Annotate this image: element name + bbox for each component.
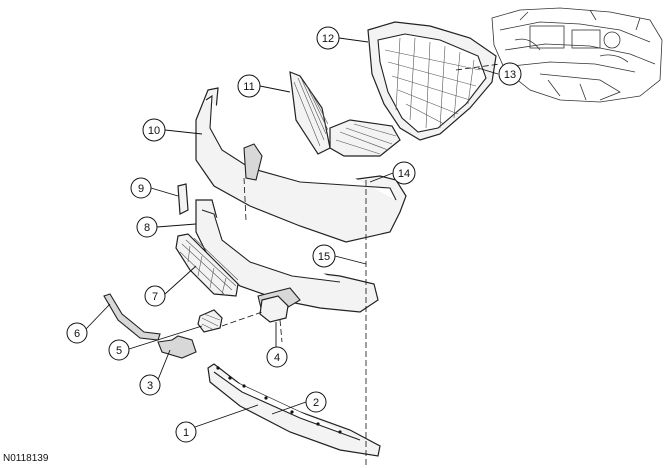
callout-14: 14 [392, 161, 416, 185]
grille-insert-lower [329, 119, 401, 157]
callout-label: 10 [148, 125, 160, 137]
callout-label: 1 [183, 427, 189, 439]
leader-lines [85, 37, 499, 428]
lower-grille [175, 233, 239, 297]
fasteners [216, 366, 342, 434]
alignment-lines [221, 63, 501, 468]
callout-11: 11 [237, 74, 261, 98]
trim-strip [103, 293, 161, 341]
callout-10: 10 [142, 118, 166, 142]
callout-label: 9 [138, 183, 144, 195]
lower-valance [207, 363, 381, 457]
small-grille-insert [197, 309, 223, 333]
callout-label: 7 [152, 291, 158, 303]
callout-label: 14 [398, 168, 410, 180]
bracket-small [177, 183, 189, 215]
callout-label: 11 [243, 81, 254, 93]
upper-grille-assembly [367, 21, 497, 141]
callout-label: 15 [318, 251, 330, 263]
callout-3: 3 [139, 374, 161, 396]
grille-insert-upper [289, 71, 331, 155]
callout-label: 5 [116, 345, 122, 357]
fog-lamp-bezel [259, 295, 289, 323]
callout-2: 2 [305, 391, 327, 413]
callout-label: 12 [322, 33, 334, 45]
callout-5: 5 [108, 339, 130, 361]
callout-12: 12 [316, 26, 340, 50]
callout-6: 6 [66, 322, 88, 344]
figure-id-label: N0118139 [3, 453, 49, 464]
callout-7: 7 [144, 285, 166, 307]
callout-9: 9 [130, 177, 152, 199]
callout-15: 15 [312, 244, 336, 268]
trim-bezel [157, 335, 197, 359]
vehicle-front-end-illustration [491, 7, 663, 103]
callout-label: 13 [504, 69, 516, 81]
callout-4: 4 [266, 346, 288, 368]
callout-8: 8 [136, 216, 158, 238]
callout-label: 3 [147, 380, 153, 392]
upper-bumper-cover [195, 87, 407, 243]
callout-label: 6 [74, 328, 80, 340]
callout-label: 2 [313, 397, 319, 409]
callout-label: 4 [274, 352, 280, 364]
callout-13: 13 [498, 62, 522, 86]
callout-1: 1 [175, 421, 197, 443]
callout-label: 8 [144, 222, 150, 234]
